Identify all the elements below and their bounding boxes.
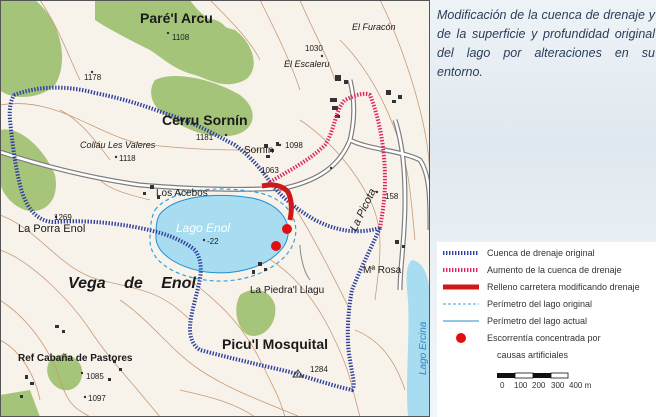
label-sornin: Sornín	[244, 145, 273, 156]
road-fill-symbol	[443, 284, 479, 290]
basin-increase	[268, 91, 388, 229]
legend-label: Aumento de la cuenca de drenaje	[487, 265, 622, 275]
legend: Cuenca de drenaje original Aumento de la…	[437, 242, 656, 417]
elev-1085: 1085	[86, 372, 104, 381]
scale-label: 100	[514, 381, 528, 390]
elev-1118: 1118	[119, 154, 136, 163]
elev-1063: 1063	[261, 166, 279, 175]
elev-1178: 1178	[84, 73, 102, 82]
legend-label: Perímetro del lago original	[487, 299, 593, 309]
label-collau: Colláu Les Valeres	[80, 140, 156, 150]
elev-1269: 1269	[54, 213, 72, 222]
elev-1030: 1030	[305, 44, 323, 53]
vegetation-patches	[0, 0, 276, 417]
basin-increase-symbol	[443, 268, 479, 272]
elevation-points	[54, 31, 379, 399]
original-basin-symbol	[443, 251, 479, 255]
label-picu-mosquital: Picu'l Mosquital	[222, 336, 328, 352]
scale-bar	[497, 372, 569, 379]
legend-label: Escorrentía concentrada por	[487, 333, 601, 343]
lake-ercina	[406, 260, 430, 417]
legend-label-line2: causas artificiales	[497, 350, 569, 360]
legend-label: Relleno carretera modificando drenaje	[487, 282, 640, 292]
lago-enol	[155, 194, 289, 274]
elev-22: -22	[207, 237, 219, 246]
label-lago-ercina: Lago Ercina	[418, 321, 429, 375]
label-los-acebos: Los Acebos	[156, 188, 208, 199]
legend-item-original-basin: Cuenca de drenaje original	[437, 246, 656, 260]
buildings	[20, 75, 405, 398]
legend-item-runoff: Escorrentía concentrada por	[437, 331, 656, 345]
runoff-point	[282, 224, 292, 234]
label-vega-de-enol: Vega de Enol	[68, 275, 196, 292]
scale-label: 300	[551, 381, 565, 390]
label-refugio: Ref Cabaña de Pastores	[18, 353, 133, 364]
elev-158: 158	[385, 192, 399, 201]
legend-label: Perímetro del lago actual	[487, 316, 588, 326]
road-fill-segment	[261, 182, 294, 221]
original-perimeter-symbol	[443, 303, 479, 305]
legend-item-current-perimeter: Perímetro del lago actual	[437, 314, 656, 328]
label-cerru-sornin: Cerru Sornín	[162, 112, 248, 128]
label-el-furacon: El Furacón	[352, 22, 396, 32]
place-labels: Paré'l Arcu 1108 El Furacón 1030 El Esca…	[18, 10, 429, 403]
legend-item-road-fill: Relleno carretera modificando drenaje	[437, 280, 656, 294]
caption: Modificación de la cuenca de drenaje y d…	[437, 8, 655, 79]
runoff-symbol	[456, 333, 466, 343]
label-el-escaleru: El Escaleru	[284, 59, 330, 69]
map: Paré'l Arcu 1108 El Furacón 1030 El Esca…	[0, 0, 430, 417]
original-lake-perimeter	[149, 188, 297, 282]
elev-1181: 1181	[196, 133, 214, 142]
scale-label: 400 m	[569, 381, 592, 390]
scale-label: 0	[500, 381, 505, 390]
legend-item-original-perimeter: Perímetro del lago original	[437, 297, 656, 311]
summit-icon	[292, 369, 304, 378]
scale-label: 200	[532, 381, 546, 390]
elev-1108: 1108	[172, 33, 190, 42]
label-la-porra-enol: La Porra Enol	[18, 223, 85, 235]
runoff-point	[271, 241, 281, 251]
legend-item-basin-increase: Aumento de la cuenca de drenaje	[437, 263, 656, 277]
label-ma-rosa: Mª Rosa	[363, 265, 402, 276]
path-trail	[299, 244, 311, 281]
legend-label: Cuenca de drenaje original	[487, 248, 595, 258]
current-perimeter-symbol	[443, 320, 479, 322]
label-parel-arcu: Paré'l Arcu	[140, 10, 213, 26]
label-lago-enol: Lago Enol	[176, 221, 230, 235]
elev-1097: 1097	[88, 394, 106, 403]
original-drainage-basin	[7, 85, 382, 393]
elev-1284: 1284	[310, 365, 328, 374]
elev-1098: 1098	[285, 141, 303, 150]
label-la-piedra: La Piedra'l Llagu	[250, 285, 324, 296]
